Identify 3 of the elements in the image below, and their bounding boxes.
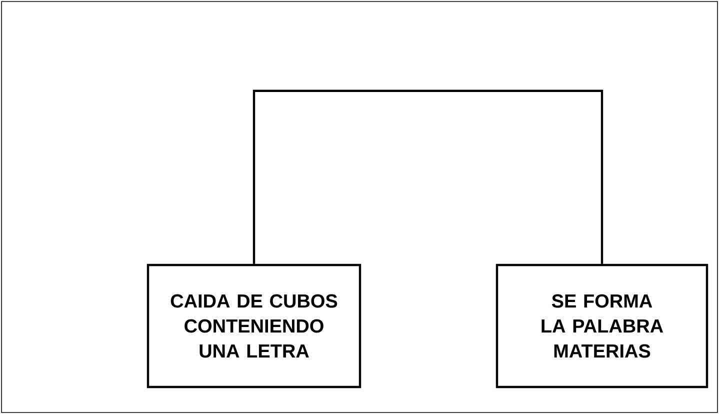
process-box: SE FORMA LA PALABRA MATERIAS bbox=[496, 264, 708, 388]
process-box: CAIDA DE CUBOS CONTENIENDO UNA LETRA bbox=[146, 264, 362, 388]
connector-line bbox=[252, 90, 604, 264]
